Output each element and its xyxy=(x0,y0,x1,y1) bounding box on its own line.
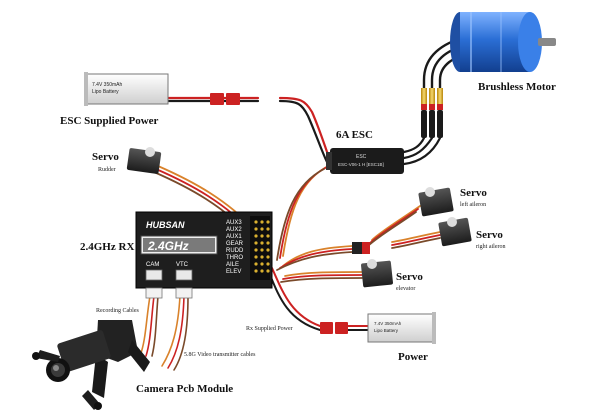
servo-left-sub: left aileron xyxy=(460,201,486,208)
battery-bottom-line1: 7.4V 350mAh xyxy=(374,321,402,326)
port-aux3: AUX3 xyxy=(226,220,242,226)
servo-right-title: Servo xyxy=(476,229,503,241)
port-elev: ELEV xyxy=(226,269,241,275)
battery-bottom xyxy=(367,312,436,344)
pin-header xyxy=(250,216,270,280)
servo-right-aileron xyxy=(438,217,472,247)
servo-left-title: Servo xyxy=(460,187,487,199)
servo-elev-title: Servo xyxy=(396,271,423,283)
port-gear: GEAR xyxy=(226,241,244,247)
port-aux2: AUX2 xyxy=(226,227,242,233)
rx-label: 2.4GHz RX xyxy=(80,241,134,253)
servo-elev-sub: elevator xyxy=(396,286,415,292)
esc-label: 6A ESC xyxy=(336,129,373,141)
servo-right-sub: right aileron xyxy=(476,244,506,250)
battery-top-line1: 7.4V 350mAh xyxy=(92,82,123,88)
port-vtc: VTC xyxy=(176,262,189,268)
esc-line2: ESC-V06-1 H [ESC1B] xyxy=(338,162,384,167)
esc-line1: ESC xyxy=(356,154,367,160)
servo-left-aileron xyxy=(418,187,454,217)
battery-bottom-line2: Lipo Battery xyxy=(374,328,399,333)
rx-supplied-power-label: Rx Supplied Power xyxy=(246,326,293,332)
receiver-cable-plugs xyxy=(145,287,193,299)
servo-rudder xyxy=(126,147,162,174)
brushless-motor xyxy=(450,12,556,72)
camera-module-label: Camera Pcb Module xyxy=(136,383,233,395)
battery-top-line2: Lipo Battery xyxy=(92,89,119,95)
y-cable-connectors xyxy=(352,242,370,254)
receiver-brand: HUBSAN xyxy=(146,220,185,230)
camera-module xyxy=(32,320,150,410)
port-aile: AILE xyxy=(226,262,239,268)
servo-rudder-sub: Rudder xyxy=(98,167,116,173)
receiver-model: 2.4GHz xyxy=(147,239,189,253)
port-aux1: AUX1 xyxy=(226,234,242,240)
port-thro: THRO xyxy=(226,255,243,261)
receiver-port-labels: AUX3 AUX2 AUX1 GEAR RUDD THRO AILE ELEV … xyxy=(146,220,244,275)
motor-connectors xyxy=(421,88,443,138)
servo-rudder-title: Servo xyxy=(92,151,119,163)
battery-connector-bottom xyxy=(320,322,348,334)
port-rudd: RUDD xyxy=(226,248,244,254)
recording-cables-label: Recording Cables xyxy=(96,308,139,314)
brushless-motor-label: Brushless Motor xyxy=(478,81,556,93)
video-cables-label: 5.8G Video transmitter cables xyxy=(184,352,256,358)
servo-elevator xyxy=(361,259,393,288)
receiver-board xyxy=(135,211,273,289)
battery-top xyxy=(84,72,169,106)
power-label: Power xyxy=(398,351,428,363)
esc-supplied-power-label: ESC Supplied Power xyxy=(60,115,159,127)
battery-connector-top xyxy=(210,93,240,105)
esc-module xyxy=(326,148,404,174)
port-cam: CAM xyxy=(146,262,159,268)
